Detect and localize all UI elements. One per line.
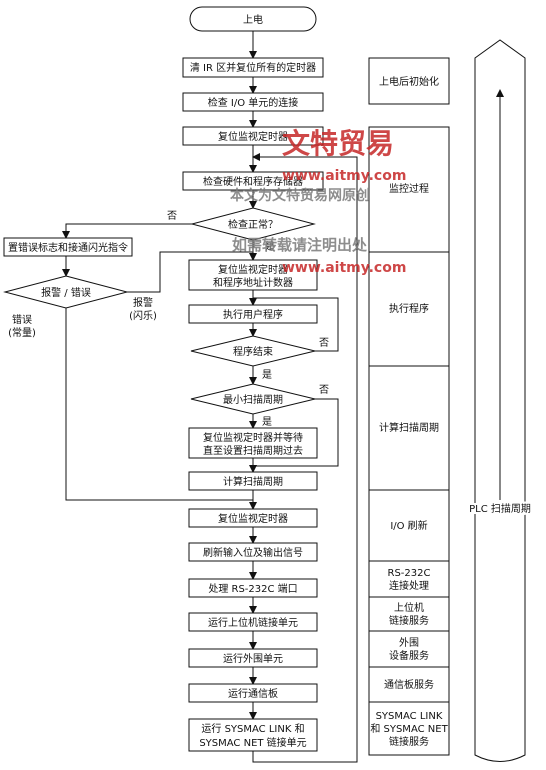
phase-rs232-l2: 连接处理 xyxy=(389,579,429,592)
comm-board-box xyxy=(188,683,318,703)
alarm-label-l1: 报警 xyxy=(133,296,153,309)
phase-column: 上电后初始化 监控过程 执行程序 计算扫描周期 I/O 刷新 RS-232C 连… xyxy=(368,57,450,756)
clear-ir-label: 清 IR 区并复位所有的定时器 xyxy=(190,61,316,74)
min-scan-label: 最小扫描周期 xyxy=(223,393,283,406)
reset-wdt-2-label: 复位监视定时器 xyxy=(218,512,288,525)
phase-periph-l1: 外围 xyxy=(399,637,419,649)
phase-execute: 执行程序 xyxy=(389,302,429,315)
phase-sys-l1: SYSMAC LINK xyxy=(376,711,443,722)
program-end-decision xyxy=(190,335,316,367)
reset-wdt-1-box xyxy=(182,126,324,146)
reset-wdt-1-label: 复位监视定时器 xyxy=(218,130,288,143)
calc-scan-box xyxy=(188,471,318,491)
check-io-box xyxy=(182,92,324,112)
scan-cycle-bracket: PLC 扫描周期 xyxy=(467,39,533,762)
phase-sys-l3: 链接服务 xyxy=(389,735,429,748)
yes-label-2: 是 xyxy=(262,369,272,381)
no-label-2: 否 xyxy=(319,337,329,349)
watermark-notice: 本文为文特贸易网原创 xyxy=(230,187,370,204)
error-label-l2: (常量) xyxy=(8,326,36,339)
alarm-error-decision xyxy=(3,275,129,309)
phase-host-l2: 链接服务 xyxy=(389,614,429,627)
set-error-box xyxy=(3,237,133,257)
error-label-l1: 错误 xyxy=(12,313,32,326)
phase-periph-l2: 设备服务 xyxy=(389,649,429,662)
run-user-label: 执行用户程序 xyxy=(223,308,283,321)
phase-rs232-l1: RS-232C xyxy=(388,568,431,579)
yes-label-1: 是 xyxy=(265,241,275,253)
check-ok-decision xyxy=(190,207,316,241)
no-label-3: 否 xyxy=(319,384,329,396)
sysmac-l1: 运行 SYSMAC LINK 和 xyxy=(201,722,304,735)
host-link-box xyxy=(188,612,318,632)
min-scan-decision xyxy=(190,383,316,415)
program-end-label: 程序结束 xyxy=(233,345,273,358)
watermark-url: www.aitmy.com xyxy=(282,168,406,184)
reset-wait-box xyxy=(188,427,318,459)
check-ok-label: 检查正常？ xyxy=(228,218,278,231)
power-on-terminal xyxy=(189,6,317,32)
sysmac-box xyxy=(188,718,318,752)
yes-label-3: 是 xyxy=(262,416,272,428)
phase-host-l1: 上位机 xyxy=(394,601,424,614)
watermark-url2: www.aitmy.com xyxy=(282,260,406,276)
watermark-notice2: 如需转载请注明出处 xyxy=(232,236,368,254)
watermark: 文特贸易 www.aitmy.com 本文为文特贸易网原创 如需转载请注明出处 … xyxy=(230,127,406,276)
sysmac-l2: SYSMAC NET 链接单元 xyxy=(199,736,306,749)
reset-wait-l2: 直至设置扫描周期过去 xyxy=(203,444,303,457)
check-io-label: 检查 I/O 单元的连接 xyxy=(208,96,299,109)
reset-wdt-pc-box xyxy=(188,259,318,291)
phase-init-box xyxy=(368,57,450,105)
rs232-label: 处理 RS-232C 端口 xyxy=(208,582,297,595)
set-error-label: 置错误标志和接通闪光指令 xyxy=(8,241,128,254)
peripheral-box xyxy=(188,648,318,668)
check-hw-label: 检查硬件和程序存储器 xyxy=(203,175,303,188)
clear-ir-box xyxy=(182,57,324,78)
no-label-1: 否 xyxy=(167,210,177,222)
host-link-label: 运行上位机链接单元 xyxy=(208,616,298,629)
phase-calc: 计算扫描周期 xyxy=(379,421,439,434)
main-connectors xyxy=(62,31,358,763)
watermark-brand: 文特贸易 xyxy=(282,127,394,160)
check-hw-box xyxy=(182,171,324,191)
scan-cycle-label: PLC 扫描周期 xyxy=(469,502,531,515)
power-on-label: 上电 xyxy=(243,13,263,26)
reset-wait-l1: 复位监视定时器并等待 xyxy=(203,431,303,444)
phase-io-refresh: I/O 刷新 xyxy=(390,519,427,532)
phase-cycle-frame xyxy=(368,126,450,756)
alarm-error-label: 报警 / 错误 xyxy=(41,286,91,299)
phase-monitor: 监控过程 xyxy=(389,182,429,195)
alarm-label-l2: (闪乐) xyxy=(129,309,157,322)
run-user-box xyxy=(188,304,318,324)
refresh-io-label: 刷新输入位及输出信号 xyxy=(203,546,303,559)
refresh-io-box xyxy=(188,542,318,562)
phase-sys-l2: 和 SYSMAC NET xyxy=(370,723,448,735)
calc-scan-label: 计算扫描周期 xyxy=(223,475,283,488)
reset-wdt-2-box xyxy=(188,508,318,528)
comm-board-label: 运行通信板 xyxy=(228,687,278,700)
phase-init-label: 上电后初始化 xyxy=(379,75,439,88)
reset-wdt-pc-l2: 和程序地址计数器 xyxy=(213,276,293,289)
rs232-box xyxy=(188,578,318,598)
reset-wdt-pc-l1: 复位监视定时器 xyxy=(218,263,288,276)
peripheral-label: 运行外围单元 xyxy=(223,652,283,665)
phase-board: 通信板服务 xyxy=(384,678,434,691)
